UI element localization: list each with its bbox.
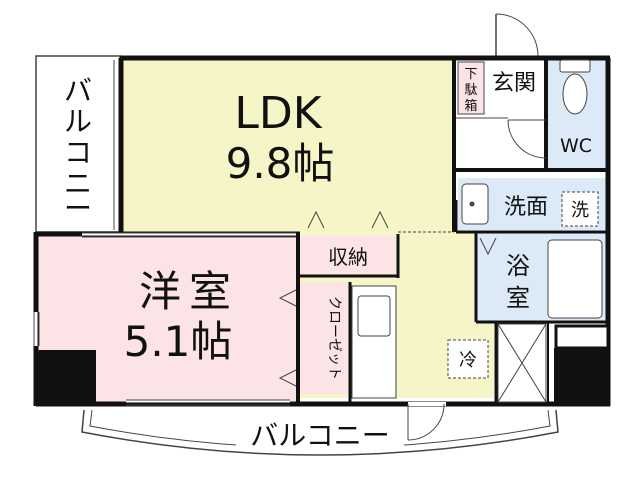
- west-balcony: バ ル コ ニ ー: [35, 55, 121, 233]
- west-balcony-char-5: ー: [64, 192, 92, 225]
- ldk-door-marks: [307, 210, 454, 233]
- toilet-label: WC: [560, 135, 592, 157]
- closet-label: クローゼット: [326, 296, 342, 380]
- shoe-box-char-2: 駄: [464, 83, 477, 98]
- fridge-space: [447, 339, 489, 379]
- pillar-ne-small: [554, 324, 610, 350]
- pillar-se: [554, 348, 610, 406]
- shoe-box-char-3: 箱: [464, 98, 477, 114]
- shoe-box: [457, 61, 485, 115]
- bathroom-label-top: 浴: [506, 252, 530, 280]
- kitchen-counter: [351, 285, 397, 399]
- entrance-door: [495, 13, 539, 57]
- south-window: [126, 399, 290, 406]
- bathroom-door-mark: [479, 237, 497, 256]
- closet-area: [300, 282, 348, 394]
- south-balcony: バルコニー: [81, 409, 559, 456]
- ldk-size: 9.8帖: [226, 139, 335, 188]
- pipe-shaft: [497, 323, 547, 403]
- west-balcony-char-4: ニ: [64, 167, 92, 200]
- storage-area: [300, 236, 396, 274]
- interior-walls: [296, 58, 608, 404]
- pillar-sw: [36, 350, 96, 406]
- sliding-window: [82, 232, 296, 238]
- toilet-icon: [559, 59, 591, 115]
- bathroom-label-bottom: 室: [506, 284, 530, 312]
- western-room-name-1: 洋: [139, 267, 181, 316]
- west-balcony-char-2: ル: [64, 105, 92, 138]
- ldk-name: LDK: [234, 88, 322, 139]
- west-balcony-char-1: バ: [64, 74, 92, 107]
- western-room-name-2: 室: [189, 267, 231, 316]
- washroom-label: 洗面: [504, 195, 548, 220]
- washbasin-icon: [461, 183, 489, 225]
- inner-door: [456, 117, 547, 159]
- western-room-size: 5.1帖: [124, 317, 233, 366]
- south-balcony-label: バルコニー: [250, 419, 389, 452]
- entrance-label: 玄関: [492, 71, 536, 96]
- ldk-area: [122, 60, 452, 232]
- west-balcony-char-3: コ: [64, 136, 92, 169]
- washer-mark: 洗: [571, 200, 589, 221]
- storage-label: 収納: [328, 245, 368, 269]
- bathtub: [547, 239, 603, 319]
- west-window: [33, 312, 40, 346]
- washer-space: [561, 191, 599, 227]
- shoe-box-char-1: 下: [464, 67, 477, 82]
- closet-door-marks: [278, 289, 297, 387]
- fridge-mark: 冷: [459, 350, 477, 371]
- service-door: [407, 402, 446, 441]
